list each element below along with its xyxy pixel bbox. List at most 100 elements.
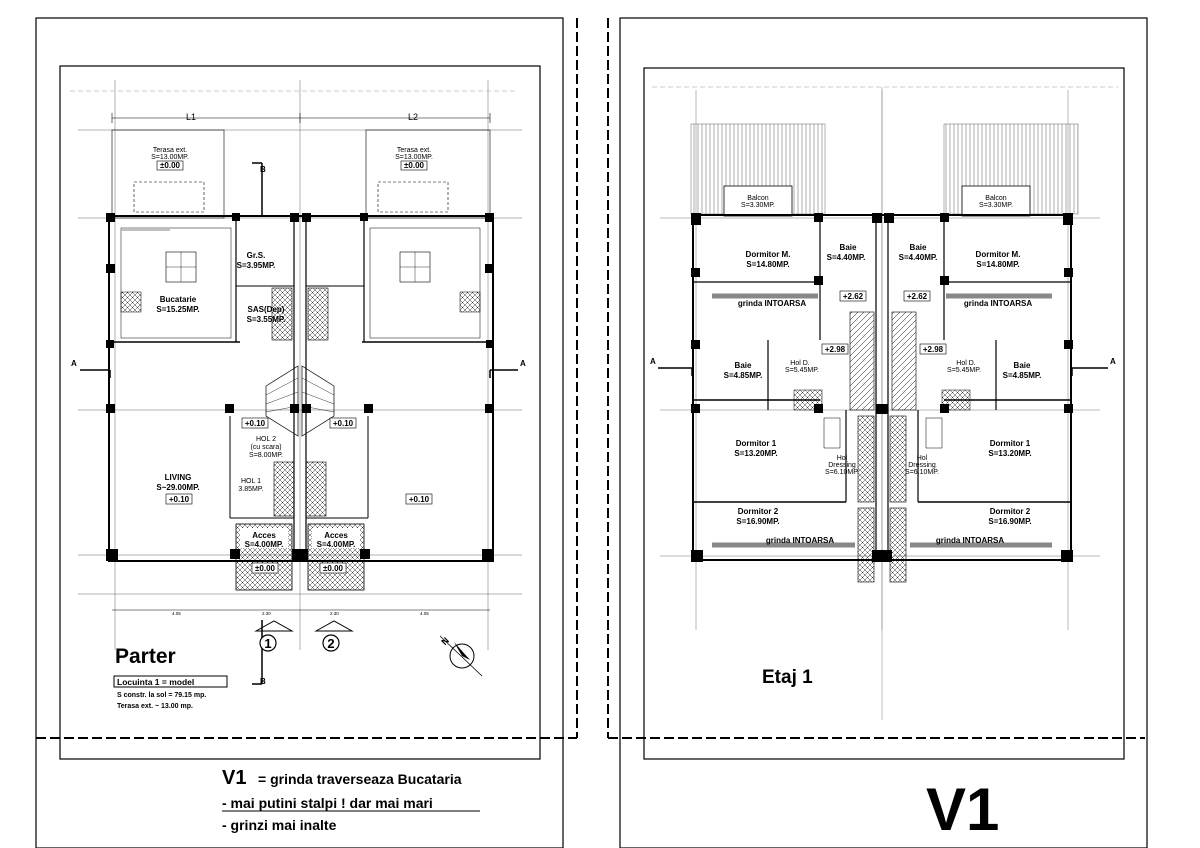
dressing-left-area: S=6.10MP. (825, 469, 859, 476)
kitchen-name: Bucatarie (160, 295, 197, 304)
level-upper-2: +2.62 (907, 292, 928, 301)
dim-w2: 2.30 (262, 611, 271, 616)
entrance-marker-2: 2 (314, 620, 354, 652)
dm-left-name: Dormitor M. (746, 250, 791, 259)
bath2-right-area: S=4.85MP. (1003, 371, 1042, 380)
bath1-left-area: S=4.40MP. (827, 253, 866, 262)
ground-title: Parter (115, 645, 176, 668)
note-line-2: - mai putini stalpi ! dar mai mari (222, 795, 433, 811)
upper-columns (691, 213, 1073, 562)
ground-columns (106, 213, 494, 561)
legend-area-2: Terasa ext. ~ 13.00 mp. (117, 703, 193, 710)
hol2-note: (cu scara) (250, 444, 281, 451)
hold-right-name: Hol D. (956, 360, 976, 367)
right-sheet-border (619, 17, 1148, 848)
balcony-left-area: S=3.30MP. (741, 202, 775, 209)
terrace-right (365, 129, 491, 219)
terrace-left-label: Terasa ext. (153, 147, 187, 154)
note-line-3: - grinzi mai inalte (222, 817, 337, 833)
note-v1: V1 (222, 767, 246, 789)
ground-level-marks: +0.10 +0.10 +0.10 +0.10 ±0.00 ±0.00 (165, 417, 433, 574)
access-2-area: S=4.00MP. (317, 540, 356, 549)
axis-grid (78, 80, 522, 650)
upper-section-a-left: A (650, 357, 656, 366)
dm-left-area: S=14.80MP. (746, 260, 789, 269)
bath1-left-name: Baie (840, 243, 857, 252)
access-2-name: Acces (324, 531, 348, 540)
grs-name: Gr.S. (247, 251, 266, 260)
sas-name: SAS(Dep) (248, 305, 285, 314)
dim-w4: 4.05 (420, 611, 429, 616)
dim-w1: 4.05 (172, 611, 181, 616)
beam-label-1: grinda INTOARSA (738, 299, 807, 308)
dressing-right-name: Hol (917, 455, 928, 462)
balcony-left (723, 185, 793, 217)
level-access-1: ±0.00 (255, 564, 276, 573)
top-dimensions: L1 L2 (111, 112, 491, 123)
beam-label-4: grinda INTOARSA (936, 536, 1005, 545)
grs-area: S=3.95MP. (237, 261, 276, 270)
living-area: S~29.00MP. (156, 483, 199, 492)
level-upper-3: +2.98 (825, 345, 846, 354)
bath2-left-area: S=4.85MP. (724, 371, 763, 380)
bath1-right-area: S=4.40MP. (899, 253, 938, 262)
hold-right-area: S=5.45MP. (947, 367, 981, 374)
upper-title: Etaj 1 (762, 667, 813, 688)
section-a-left: A (71, 359, 77, 368)
level-hol-right: +0.10 (333, 419, 354, 428)
terrace-right-label: Terasa ext. (397, 147, 431, 154)
living-name: LIVING (165, 473, 192, 482)
entrance-2-number: 2 (327, 636, 334, 651)
hold-left-area: S=5.45MP. (785, 367, 819, 374)
svg-text:N: N (439, 635, 451, 647)
left-sheet-border (35, 17, 564, 848)
d1-left-name: Dormitor 1 (736, 439, 777, 448)
bath1-right-name: Baie (910, 243, 927, 252)
terrace-right-level: ±0.00 (404, 161, 425, 170)
d2-right-area: S=16.90MP. (988, 517, 1031, 526)
north-arrow-icon: N (439, 635, 483, 677)
stair-upper (849, 311, 917, 583)
hol1-name: HOL 1 (241, 478, 261, 485)
section-marks: A A B B (71, 162, 526, 686)
level-hol-left: +0.10 (245, 419, 266, 428)
section-a-right: A (520, 359, 526, 368)
d2-left-area: S=16.90MP. (736, 517, 779, 526)
upper-floor-sheet: Balcon S=3.30MP. Balcon S=3.30MP. (607, 17, 1148, 848)
d1-right-area: S=13.20MP. (988, 449, 1031, 458)
entrance-marker-1: 1 (254, 620, 294, 652)
dressing-right-name-2: Dressing (908, 462, 936, 469)
upper-section-a-right: A (1110, 357, 1116, 366)
upper-level-marks: +2.62 +2.62 +2.98 +2.98 (821, 290, 947, 355)
access-1-name: Acces (252, 531, 276, 540)
bath2-right-name: Baie (1014, 361, 1031, 370)
balcony-right (961, 185, 1031, 217)
terrace-right-area: S=13.00MP. (395, 154, 433, 161)
hol2-area: S=8.00MP. (249, 452, 283, 459)
bath2-left-name: Baie (735, 361, 752, 370)
kitchen-area: S=15.25MP. (156, 305, 199, 314)
dressing-right-area: S=6.10MP. (905, 469, 939, 476)
hol2-name: HOL 2 (256, 436, 276, 443)
ground-walls (108, 215, 494, 562)
hold-left-name: Hol D. (790, 360, 810, 367)
dm-right-area: S=14.80MP. (976, 260, 1019, 269)
dim-w3: 2.30 (330, 611, 339, 616)
big-v1-label: V1 (926, 776, 999, 843)
section-b-top: B (260, 165, 266, 174)
level-access-2: ±0.00 (323, 564, 344, 573)
d1-left-area: S=13.20MP. (734, 449, 777, 458)
beam-label-2: grinda INTOARSA (964, 299, 1033, 308)
d2-right-name: Dormitor 2 (990, 507, 1031, 516)
dm-right-name: Dormitor M. (976, 250, 1021, 259)
access-1-area: S=4.00MP. (245, 540, 284, 549)
terrace-left-level: ±0.00 (160, 161, 181, 170)
right-plan-frame (643, 67, 1125, 760)
entrance-1-number: 1 (264, 636, 271, 651)
d1-right-name: Dormitor 1 (990, 439, 1031, 448)
terrace-left-area: S=13.00MP. (151, 154, 189, 161)
ground-floor-sheet: L1 L2 Terasa ext. S=13.00MP. ±0.00 Teras… (35, 17, 578, 848)
dressing-left-name-2: Dressing (828, 462, 856, 469)
bottom-dimensions: 4.05 2.30 2.30 4.05 (112, 609, 490, 616)
